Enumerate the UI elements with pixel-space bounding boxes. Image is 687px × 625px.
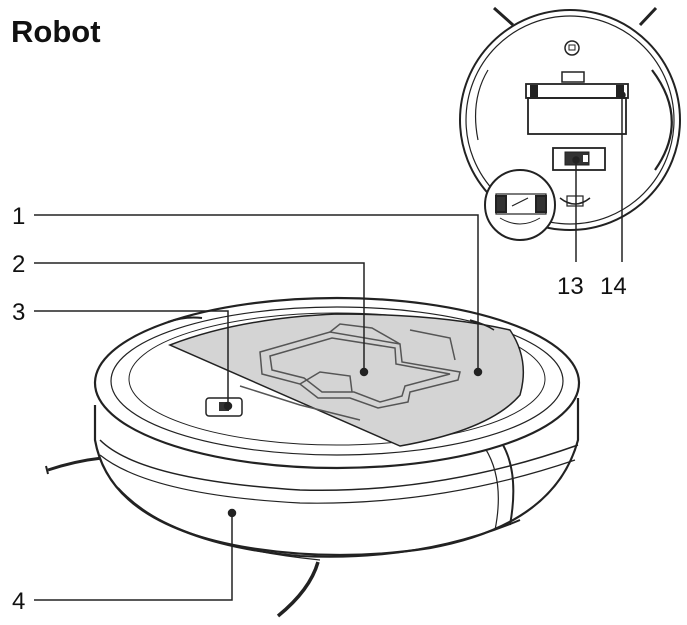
callout-4: 4 bbox=[12, 588, 25, 615]
robot-main-view bbox=[45, 296, 581, 618]
callout-13: 13 bbox=[557, 273, 584, 300]
callout-line-3 bbox=[34, 310, 229, 406]
callout-2: 2 bbox=[12, 251, 25, 278]
callout-3: 3 bbox=[12, 299, 25, 326]
callout-line-2 bbox=[34, 262, 365, 372]
robot-bottom-view bbox=[459, 6, 681, 241]
callout-line-4 bbox=[34, 513, 233, 601]
callout-line-1 bbox=[34, 214, 479, 372]
callout-1: 1 bbox=[12, 203, 25, 230]
page-title: Robot bbox=[11, 14, 101, 49]
callout-14: 14 bbox=[600, 273, 627, 300]
